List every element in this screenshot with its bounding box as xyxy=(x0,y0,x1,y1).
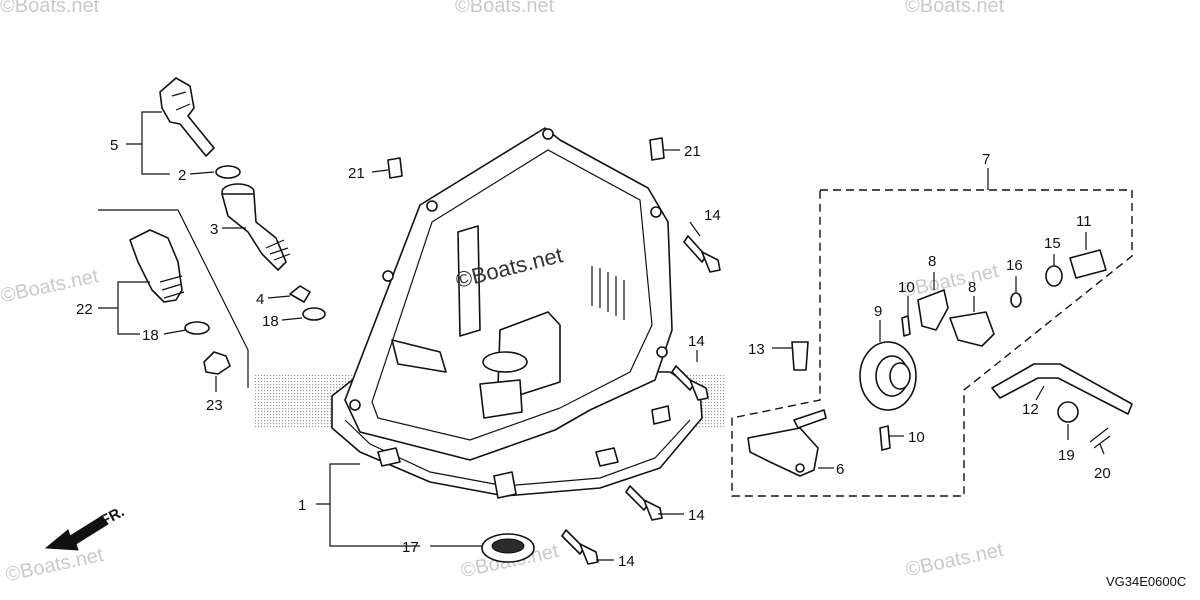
bolt-14-mid xyxy=(671,365,709,401)
governor-group-outline xyxy=(731,189,1133,497)
callout-23: 23 xyxy=(206,397,223,414)
callout-14-bottom: 14 xyxy=(618,553,635,570)
callout-3: 3 xyxy=(210,221,218,238)
crankcase-cover xyxy=(331,127,703,499)
callout-10-top: 10 xyxy=(898,279,915,296)
callout-22: 22 xyxy=(76,301,93,318)
pin-10-bottom xyxy=(879,425,891,451)
callout-21-left: 21 xyxy=(348,165,365,182)
o-ring-2 xyxy=(215,165,241,179)
watermark-top-center: ©Boats.net xyxy=(455,0,555,17)
callout-labels: 5 2 3 4 18 22 18 23 21 21 14 14 14 14 17… xyxy=(76,137,1111,570)
oil-gauge-part xyxy=(159,77,215,157)
callout-16: 16 xyxy=(1006,257,1023,274)
oil-seal-17 xyxy=(481,533,535,563)
washer-19 xyxy=(1057,401,1079,423)
bolt-14-low xyxy=(625,485,663,521)
diagram-code: VG34E0600C xyxy=(1106,574,1186,589)
washer-15 xyxy=(1045,265,1063,287)
watermark-top-left: ©Boats.net xyxy=(0,0,100,17)
cap-group-line xyxy=(98,209,249,388)
governor-weight-8b xyxy=(949,311,995,347)
callout-12: 12 xyxy=(1022,401,1039,418)
callout-17: 17 xyxy=(402,539,419,556)
callout-lines xyxy=(98,111,1105,561)
callout-8-left: 8 xyxy=(928,253,936,270)
holder-11 xyxy=(1069,249,1107,279)
callout-21-right: 21 xyxy=(684,143,701,160)
o-ring-18-right xyxy=(302,307,326,321)
o-ring-18-left xyxy=(184,321,210,335)
clip-23 xyxy=(203,351,231,375)
callout-19: 19 xyxy=(1058,447,1075,464)
callout-13: 13 xyxy=(748,341,765,358)
watermark-bottom-left: ©Boats.net xyxy=(4,544,106,586)
washer-16 xyxy=(1010,292,1022,308)
clip-20 xyxy=(1089,427,1111,449)
callout-20: 20 xyxy=(1094,465,1111,482)
callout-9: 9 xyxy=(874,303,882,320)
watermark-bottom-right: ©Boats.net xyxy=(904,539,1006,581)
bolt-14-bottom xyxy=(561,529,599,565)
drain-plug-part xyxy=(129,229,185,303)
callout-4: 4 xyxy=(256,291,264,308)
pin-10-top xyxy=(901,315,911,337)
callout-14-mid: 14 xyxy=(688,333,705,350)
front-arrow: FR. xyxy=(44,503,127,551)
callout-8-right: 8 xyxy=(968,279,976,296)
callout-18-right: 18 xyxy=(262,313,279,330)
governor-weight-8a xyxy=(917,289,949,331)
callout-18-left: 18 xyxy=(142,327,159,344)
callout-1: 1 xyxy=(298,497,306,514)
bolt-13 xyxy=(791,341,809,371)
filler-neck-part xyxy=(221,183,291,271)
callout-11: 11 xyxy=(1076,213,1092,230)
bolt-14-top xyxy=(683,235,721,273)
callout-14-low: 14 xyxy=(688,507,705,524)
governor-plate-6 xyxy=(747,409,827,477)
callout-5: 5 xyxy=(110,137,118,154)
dowel-21-right xyxy=(649,137,665,161)
callout-6: 6 xyxy=(836,461,844,478)
dowel-21-left xyxy=(387,157,403,179)
callout-10-bottom: 10 xyxy=(908,429,925,446)
callout-14-top: 14 xyxy=(704,207,721,224)
callout-2: 2 xyxy=(178,167,186,184)
watermark-top-right: ©Boats.net xyxy=(905,0,1005,17)
callout-15: 15 xyxy=(1044,235,1061,252)
clip-4 xyxy=(289,285,311,303)
governor-gear-9 xyxy=(859,341,917,411)
governor-arm-12 xyxy=(991,363,1133,415)
callout-7: 7 xyxy=(982,151,990,168)
